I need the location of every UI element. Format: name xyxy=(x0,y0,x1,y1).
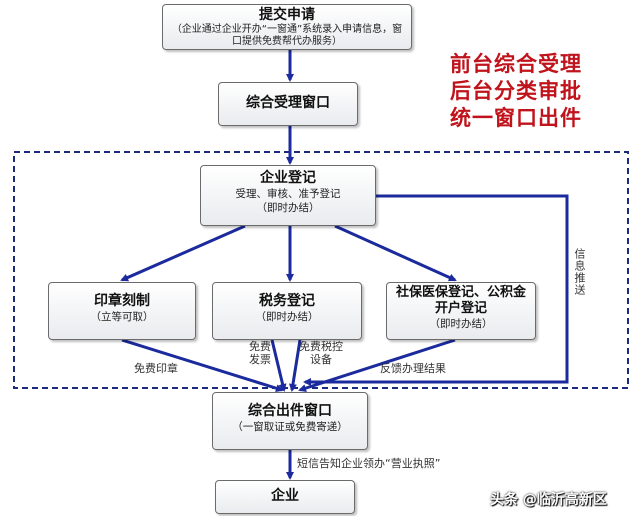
social-insurance-box: 社保医保登记、公积金开户登记 （即时办结） xyxy=(386,282,536,340)
arrow-register-to-seal xyxy=(120,224,246,282)
submit-application-box: 提交申请 （企业通过企业开办“一窗通”系统录入申请信息，窗口提供免费帮代办服务） xyxy=(162,4,412,50)
feedback-label: 反馈办理结果 xyxy=(380,362,446,375)
free-invoice-label: 免费发票 xyxy=(249,340,271,366)
box-title: 税务登记 xyxy=(259,293,315,309)
process-motto: 前台综合受理 后台分类审批 统一窗口出件 xyxy=(450,50,582,131)
info-push-label: 信息推送 xyxy=(573,248,586,296)
box-subtitle: （即时办结） xyxy=(255,311,319,323)
arrow-tax-to-output xyxy=(270,339,287,392)
motto-line: 前台综合受理 xyxy=(450,51,582,76)
box-subtitle: （即时办结） xyxy=(429,318,493,330)
watermark: 头条 @临沂高新区 xyxy=(490,492,607,508)
arrow-seal-to-output xyxy=(121,338,284,393)
box-subtitle: （企业通过企业开办“一窗通”系统录入申请信息，窗口提供免费帮代办服务） xyxy=(171,24,403,47)
box-title: 综合出件窗口 xyxy=(248,403,332,419)
box-title: 企业登记 xyxy=(260,170,316,186)
tax-registration-box: 税务登记 （即时办结） xyxy=(212,282,362,340)
box-title: 社保医保登记、公积金开户登记 xyxy=(395,285,526,316)
arrow-tax2-to-output xyxy=(288,339,302,392)
motto-line: 后台分类审批 xyxy=(450,78,582,103)
box-title: 提交申请 xyxy=(259,7,315,23)
enterprise-registration-box: 企业登记 受理、审核、准予登记 （即时办结） xyxy=(200,165,376,226)
arrow-register-to-social xyxy=(334,224,457,282)
arrow-info-push-loop xyxy=(303,194,569,386)
box-subtitle: （一窗取证或免费寄递） xyxy=(232,421,348,433)
sms-notify-label: 短信告知企业领办“营业执照” xyxy=(297,457,441,470)
box-title: 企业 xyxy=(271,488,299,504)
box-title: 印章刻制 xyxy=(94,293,150,309)
box-subtitle: （即时办结） xyxy=(256,202,320,214)
box-subtitle: （立等可取） xyxy=(90,311,154,323)
backend-approval-region xyxy=(13,151,629,389)
free-seal-label: 免费印章 xyxy=(134,362,178,375)
seal-engraving-box: 印章刻制 （立等可取） xyxy=(48,282,196,340)
accept-window-box: 综合受理窗口 xyxy=(218,82,358,126)
free-tax-device-label: 免费税控设备 xyxy=(299,340,343,366)
box-title: 综合受理窗口 xyxy=(246,95,330,111)
enterprise-box: 企业 xyxy=(215,480,355,514)
motto-line: 统一窗口出件 xyxy=(450,105,582,130)
output-window-box: 综合出件窗口 （一窗取证或免费寄递） xyxy=(212,392,368,450)
box-subtitle: 受理、审核、准予登记 xyxy=(235,188,341,200)
